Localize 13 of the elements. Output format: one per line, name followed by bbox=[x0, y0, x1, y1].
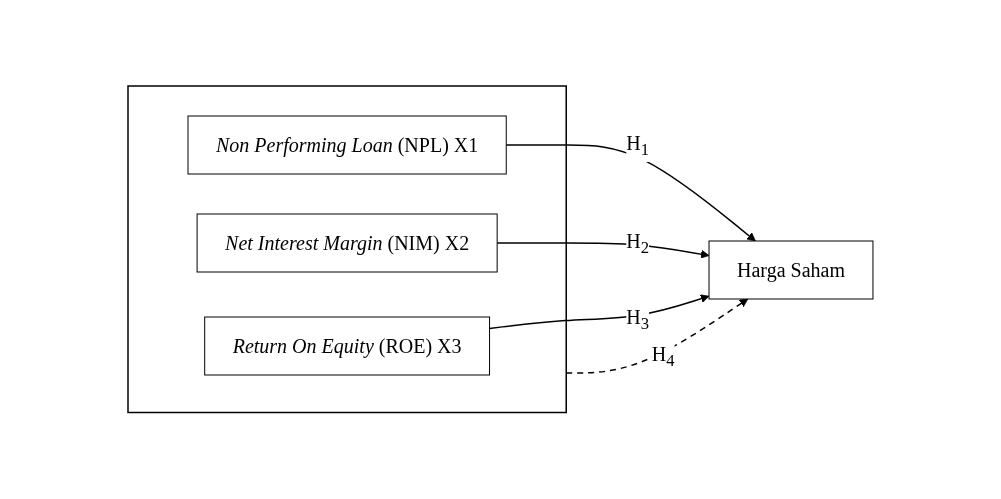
node-box: Harga Saham bbox=[708, 240, 874, 300]
arrow bbox=[496, 242, 710, 259]
edge-label: H$_{1}$ bbox=[626, 132, 650, 160]
cluster bbox=[127, 85, 567, 414]
arrow bbox=[565, 298, 749, 374]
node-box: Net Interest Margin (NIM) X2 bbox=[196, 213, 498, 273]
arrow bbox=[505, 144, 756, 242]
edge-label: H$_{2}$ bbox=[626, 230, 650, 258]
node-box: Non Performing Loan (NPL) X1 bbox=[187, 115, 507, 175]
node-box: Return On Equity (ROE) X3 bbox=[204, 316, 491, 376]
edge-label: H$_{4}$ bbox=[651, 343, 675, 371]
arrow bbox=[488, 294, 710, 330]
edge-label: H$_{3}$ bbox=[626, 306, 650, 334]
